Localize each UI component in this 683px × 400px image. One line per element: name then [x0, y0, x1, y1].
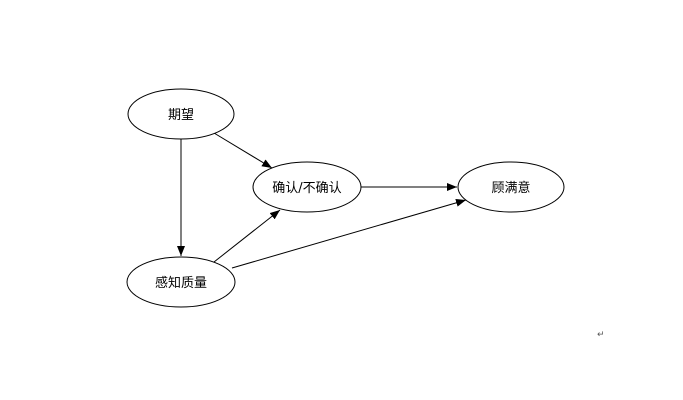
node-confirmation-ellipse — [252, 161, 362, 213]
arrow-expectation-to-confirmation — [213, 132, 273, 169]
arrow-perceived-quality-to-satisfaction — [231, 198, 467, 269]
node-expectation: 期望 — [127, 88, 235, 140]
arrow-perceived-quality-to-confirmation — [213, 209, 281, 263]
edges-layer — [177, 132, 467, 269]
node-perceived-quality: 感知质量 — [126, 256, 236, 308]
node-confirmation-label: 确认/不确认 — [272, 181, 341, 196]
node-expectation-label: 期望 — [168, 107, 194, 123]
node-perceived-quality-ellipse — [126, 256, 236, 308]
paragraph-mark: ↵ — [597, 330, 605, 340]
node-perceived-quality-label: 感知质量 — [155, 275, 207, 291]
node-confirmation: 确认/不确认 — [252, 161, 362, 213]
node-satisfaction-ellipse — [457, 161, 565, 213]
node-expectation-ellipse — [127, 88, 235, 140]
node-satisfaction: 顾满意 — [457, 161, 565, 213]
node-satisfaction-label: 顾满意 — [491, 180, 530, 196]
